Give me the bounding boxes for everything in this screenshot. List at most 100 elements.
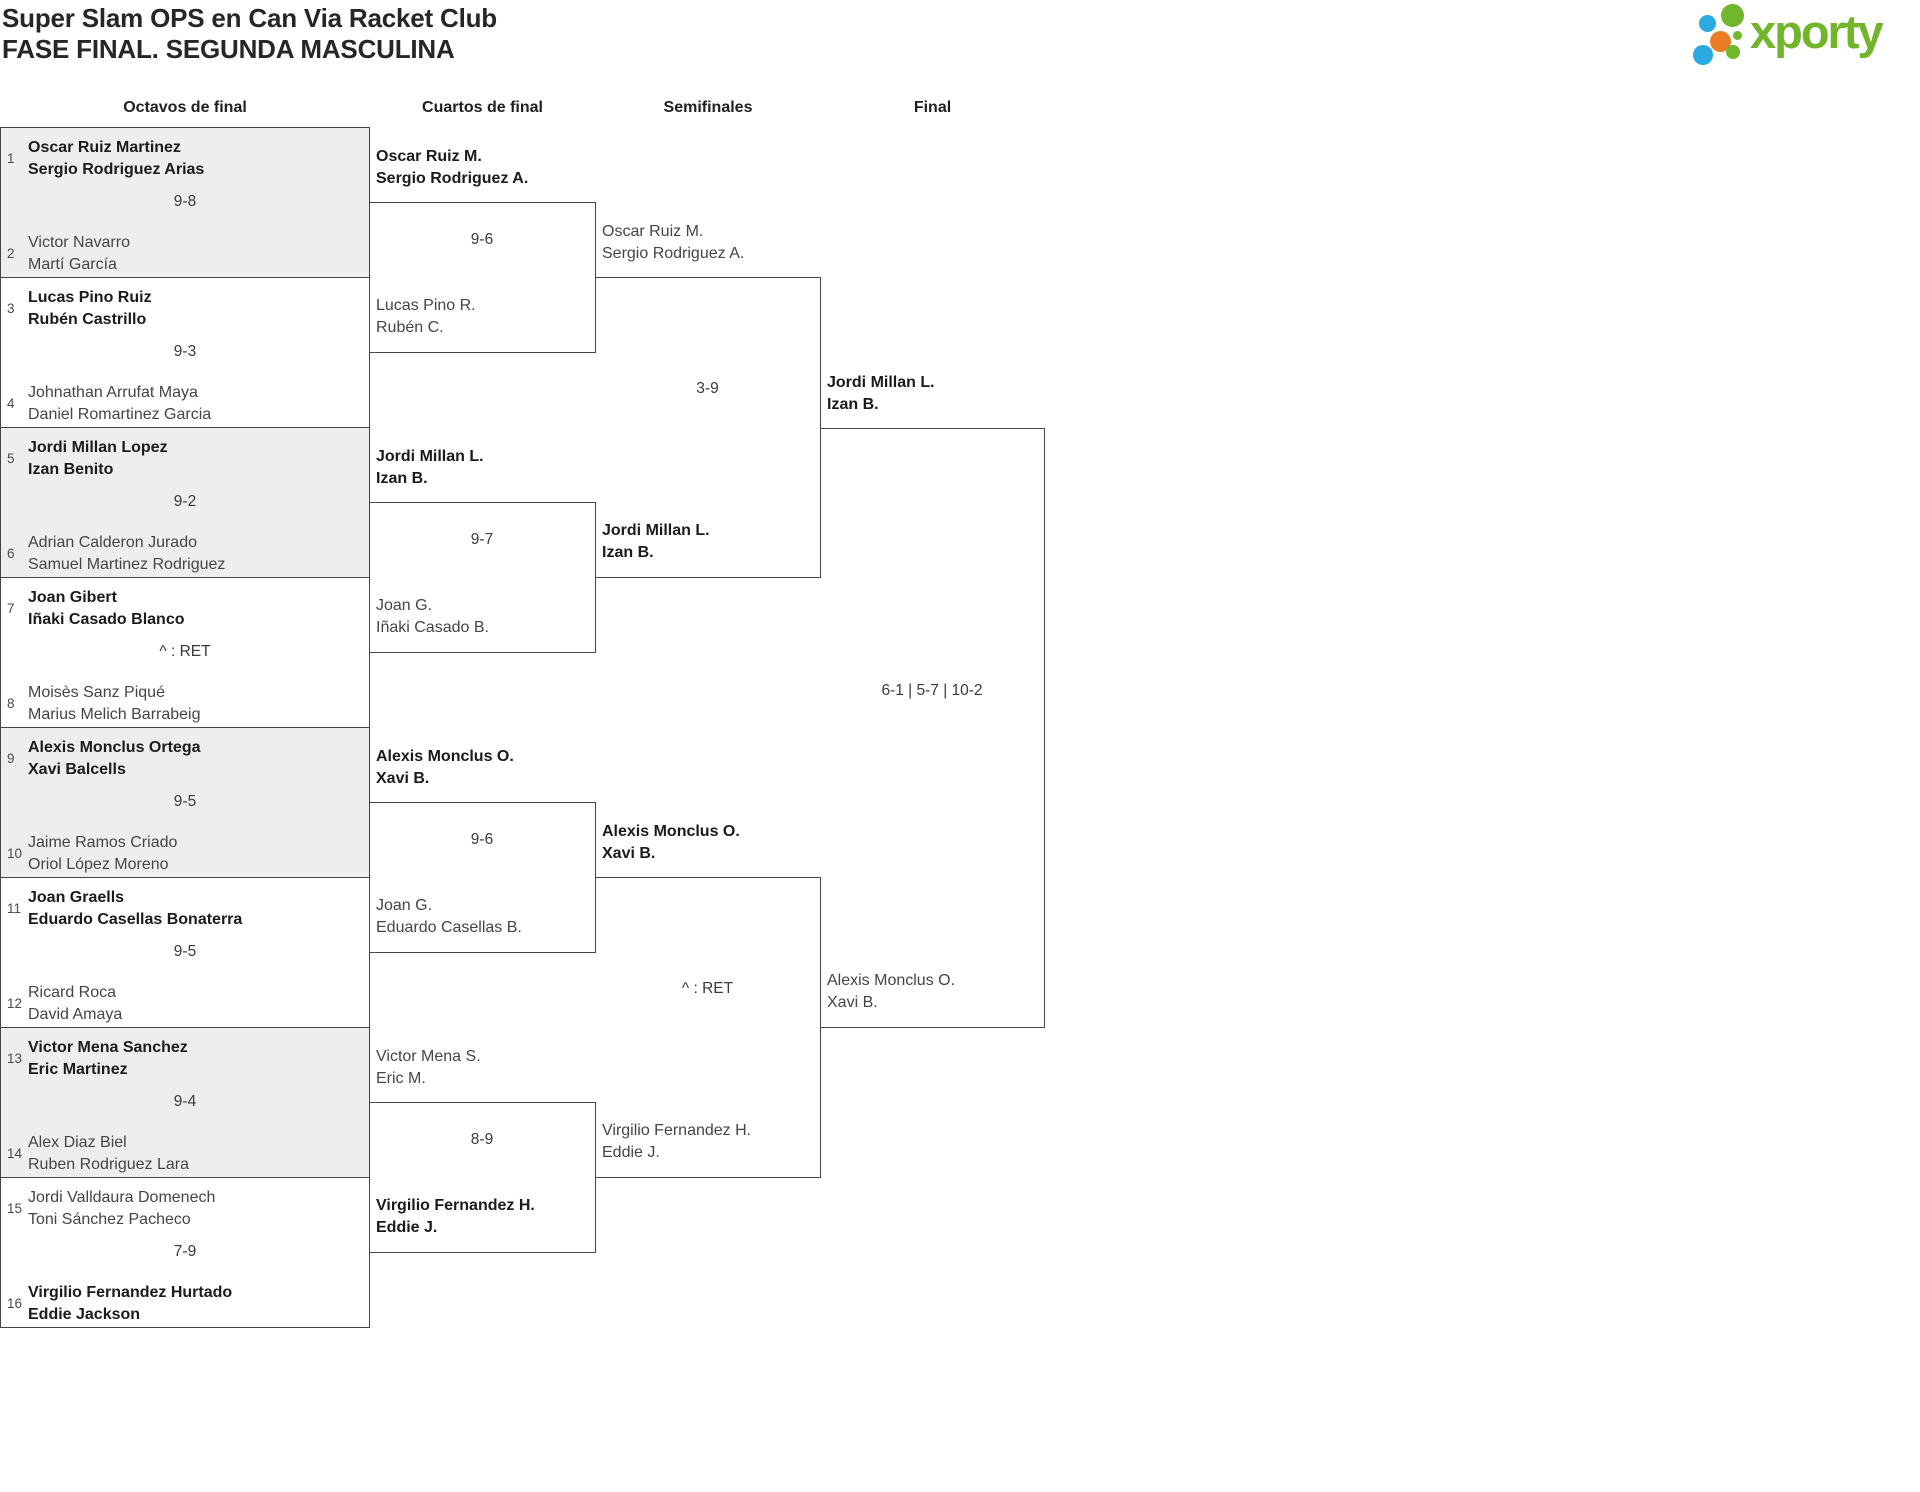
player-name: Lucas Pino Ruiz — [28, 289, 152, 306]
player-name: Alexis Monclus O. — [602, 823, 740, 840]
player-name: Moisès Sanz Piqué — [28, 684, 165, 701]
sf-match-1: Oscar Ruiz M. Sergio Rodriguez A. 3-9 Jo… — [595, 223, 821, 578]
qf-match-4: Victor Mena S. Eric M. 8-9 Virgilio Fern… — [369, 1048, 596, 1253]
seed-number: 11 — [7, 901, 22, 916]
team-names: Joan G. Iñaki Casado B. — [376, 595, 489, 638]
player-name: Sergio Rodriguez Arias — [28, 160, 205, 178]
team-names: Jaime Ramos Criado Oriol López Moreno — [28, 832, 177, 875]
r16-match-6: 11 Joan Graells Eduardo Casellas Bonater… — [0, 877, 370, 1028]
player-name: Joan Graells — [28, 889, 125, 906]
player-name: Eddie Jackson — [28, 1305, 141, 1323]
player-name: Joan Gibert — [28, 589, 117, 606]
r16-match-7: 13 Victor Mena Sanchez Eric Martinez 9-4… — [0, 1027, 370, 1178]
team-names: Joan G. Eduardo Casellas B. — [376, 895, 522, 938]
logo-dot-green3-icon — [1733, 31, 1742, 40]
team-entry: 1 Oscar Ruiz Martinez Sergio Rodriguez A… — [1, 137, 204, 180]
player-name: Rubén C. — [376, 318, 444, 336]
player-name: Alexis Monclus O. — [376, 748, 514, 765]
seed-number: 6 — [7, 546, 15, 561]
team-names: Jordi Valldaura Domenech Toni Sánchez Pa… — [28, 1187, 215, 1230]
player-name: Iñaki Casado B. — [376, 618, 489, 636]
team-names: Victor Navarro Martí García — [28, 232, 130, 275]
final-match: Jordi Millan L. Izan B. 6-1 | 5-7 | 10-2… — [820, 374, 1045, 1028]
player-name: Joan G. — [376, 597, 433, 614]
team-entry: 3 Lucas Pino Ruiz Rubén Castrillo — [1, 287, 152, 330]
round-header-semifinales: Semifinales — [663, 99, 753, 116]
seed-number: 14 — [7, 1146, 23, 1161]
match-score: 6-1 | 5-7 | 10-2 — [881, 682, 983, 699]
player-name: Virgilio Fernandez Hurtado — [28, 1284, 233, 1301]
player-name: Jordi Millan L. — [376, 448, 484, 465]
logo-dot-blue-icon — [1699, 15, 1716, 32]
logo-dot-blue2-icon — [1693, 45, 1713, 65]
team-names: Alexis Monclus O. Xavi B. — [376, 746, 514, 789]
team-names: Alexis Monclus O. Xavi B. — [827, 970, 955, 1013]
logo-dot-green2-icon — [1726, 45, 1740, 59]
team-names: Victor Mena S. Eric M. — [376, 1046, 481, 1089]
team-entry: 8 Moisès Sanz Piqué Marius Melich Barrab… — [1, 682, 201, 725]
qf-match-2: Jordi Millan L. Izan B. 9-7 Joan G. Iñak… — [369, 448, 596, 653]
match-score: ^ : RET — [159, 643, 211, 660]
player-name: Virgilio Fernandez H. — [602, 1122, 752, 1139]
team-names: Jordi Millan L. Izan B. — [827, 372, 935, 415]
player-name: Iñaki Casado Blanco — [28, 610, 185, 628]
team-entry: 16 Virgilio Fernandez Hurtado Eddie Jack… — [1, 1282, 232, 1325]
seed-number: 4 — [7, 396, 15, 411]
tournament-title: Super Slam OPS en Can Via Racket Club — [2, 3, 497, 33]
match-score: 9-3 — [173, 343, 197, 360]
player-name: Victor Navarro — [28, 234, 130, 251]
team-names: Moisès Sanz Piqué Marius Melich Barrabei… — [28, 682, 201, 725]
team-names: Virgilio Fernandez H. Eddie J. — [602, 1120, 751, 1163]
r16-match-2: 3 Lucas Pino Ruiz Rubén Castrillo 9-3 4 … — [0, 277, 370, 428]
player-name: Samuel Martinez Rodriguez — [28, 555, 226, 573]
player-name: Izan B. — [827, 395, 879, 413]
player-name: Sergio Rodriguez A. — [602, 244, 745, 262]
team-names: Alexis Monclus Ortega Xavi Balcells — [28, 737, 201, 780]
match-score: 9-4 — [173, 1093, 197, 1110]
match-score: 9-7 — [470, 531, 494, 548]
match-score: ^ : RET — [681, 980, 734, 997]
team-entry: 12 Ricard Roca David Amaya — [1, 982, 122, 1025]
player-name: Alexis Monclus Ortega — [28, 739, 201, 756]
xporty-logo: xporty — [1690, 0, 1920, 70]
player-name: Izan B. — [602, 543, 654, 561]
team-names: Oscar Ruiz Martinez Sergio Rodriguez Ari… — [28, 137, 204, 180]
team-names: Lucas Pino R. Rubén C. — [376, 295, 476, 338]
seed-number: 3 — [7, 301, 15, 316]
seed-number: 15 — [7, 1201, 23, 1216]
player-name: Izan B. — [376, 469, 428, 487]
player-name: David Amaya — [28, 1005, 123, 1023]
team-names: Ricard Roca David Amaya — [28, 982, 122, 1025]
player-name: Joan G. — [376, 897, 433, 914]
team-names: Adrian Calderon Jurado Samuel Martinez R… — [28, 532, 225, 575]
player-name: Eddie J. — [376, 1218, 438, 1236]
match-score: 9-5 — [173, 793, 197, 810]
team-names: Oscar Ruiz M. Sergio Rodriguez A. — [376, 146, 528, 189]
match-score: 9-6 — [470, 831, 494, 848]
r16-match-1: 1 Oscar Ruiz Martinez Sergio Rodriguez A… — [0, 127, 370, 278]
player-name: Toni Sánchez Pacheco — [28, 1210, 191, 1228]
team-entry: 4 Johnathan Arrufat Maya Daniel Romartin… — [1, 382, 211, 425]
player-name: Victor Mena Sanchez — [28, 1039, 188, 1056]
player-name: Eduardo Casellas Bonaterra — [28, 910, 243, 928]
logo-dot-green-icon — [1721, 4, 1744, 27]
team-names: Jordi Millan L. Izan B. — [376, 446, 484, 489]
seed-number: 9 — [7, 751, 15, 766]
player-name: Ruben Rodriguez Lara — [28, 1155, 189, 1173]
player-name: Jordi Millan L. — [827, 374, 935, 391]
player-name: Jordi Millan Lopez — [28, 439, 168, 456]
seed-number: 8 — [7, 696, 15, 711]
player-name: Izan Benito — [28, 460, 114, 478]
team-entry: 5 Jordi Millan Lopez Izan Benito — [1, 437, 168, 480]
player-name: Jaime Ramos Criado — [28, 834, 178, 851]
player-name: Xavi B. — [602, 844, 656, 862]
match-score: 9-6 — [470, 231, 494, 248]
sf-match-2: Alexis Monclus O. Xavi B. ^ : RET Virgil… — [595, 823, 821, 1178]
player-name: Alexis Monclus O. — [827, 972, 956, 989]
player-name: Alex Diaz Biel — [28, 1134, 127, 1151]
round-header-octavos: Octavos de final — [123, 99, 247, 116]
seed-number: 1 — [7, 151, 15, 166]
logo-dot-orange-icon — [1710, 31, 1731, 52]
qf-match-1: Oscar Ruiz M. Sergio Rodriguez A. 9-6 Lu… — [369, 148, 596, 353]
